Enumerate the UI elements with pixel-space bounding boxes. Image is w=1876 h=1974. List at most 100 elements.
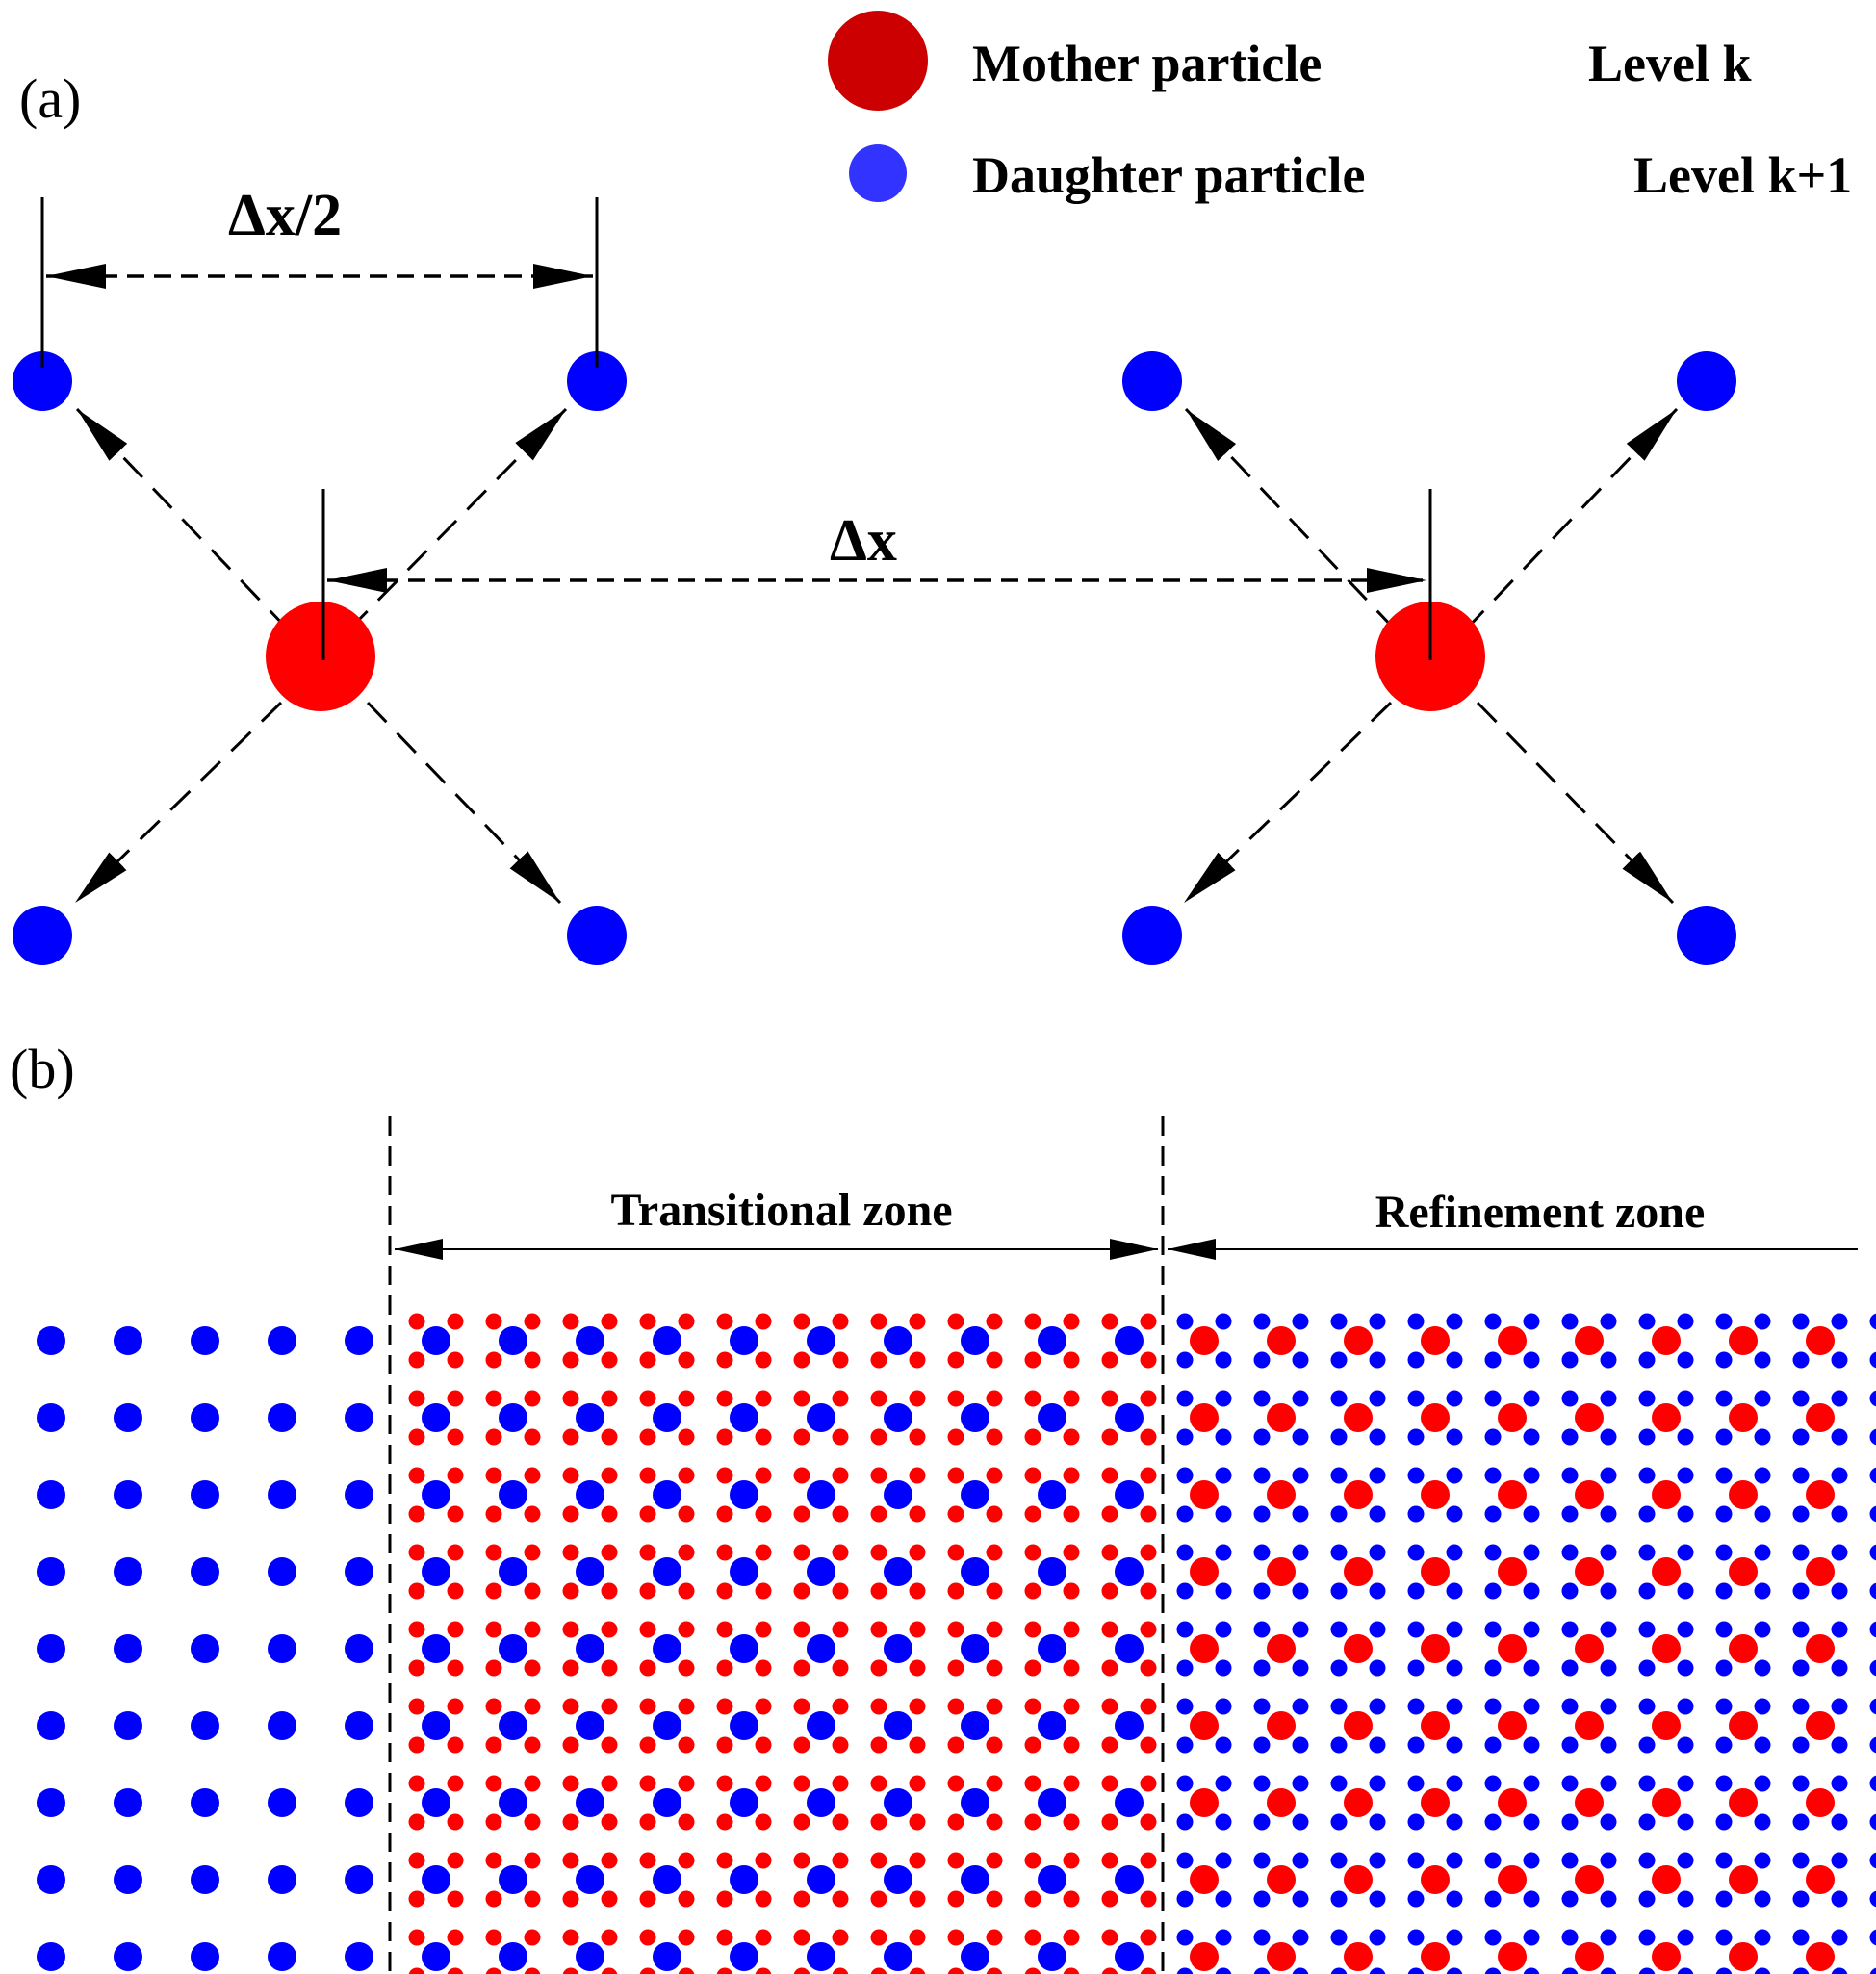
- refinement-daughter-particle: [1869, 1313, 1876, 1330]
- refinement-daughter-particle: [1600, 1428, 1617, 1446]
- refinement-daughter-particle: [1561, 1659, 1579, 1677]
- transitional-daughter-particle: [986, 1852, 1003, 1869]
- refinement-daughter-particle: [1407, 1967, 1425, 1974]
- refinement-daughter-particle: [1677, 1736, 1694, 1754]
- transitional-daughter-particle: [678, 1775, 695, 1792]
- refinement-daughter-particle: [1523, 1544, 1540, 1561]
- refinement-daughter-particle: [1831, 1659, 1848, 1677]
- transitional-daughter-particle: [755, 1351, 772, 1369]
- transitional-daughter-particle: [601, 1428, 618, 1446]
- refinement-daughter-particle: [1176, 1813, 1194, 1831]
- refinement-mother-particle: [1267, 1865, 1296, 1894]
- transitional-daughter-particle: [408, 1544, 425, 1561]
- refinement-daughter-particle: [1292, 1775, 1309, 1792]
- transitional-daughter-particle: [986, 1736, 1003, 1754]
- transitional-mother-particle: [576, 1480, 604, 1509]
- transitional-daughter-particle: [986, 1698, 1003, 1715]
- legend-daughter-marker: [849, 144, 907, 202]
- transitional-daughter-particle: [716, 1813, 733, 1831]
- refinement-mother-particle: [1344, 1865, 1373, 1894]
- transitional-daughter-particle: [1101, 1544, 1118, 1561]
- transitional-daughter-particle: [1140, 1313, 1157, 1330]
- transitional-daughter-particle: [1140, 1544, 1157, 1561]
- transitional-mother-particle: [499, 1326, 527, 1355]
- split-arrow: [347, 407, 568, 632]
- refinement-mother-particle: [1575, 1326, 1604, 1355]
- transitional-mother-particle: [1038, 1557, 1066, 1586]
- transitional-daughter-particle: [601, 1544, 618, 1561]
- mother-particle: [266, 602, 375, 711]
- refinement-mother-particle: [1190, 1557, 1219, 1586]
- refinement-daughter-particle: [1831, 1967, 1848, 1974]
- refinement-daughter-particle: [1176, 1544, 1194, 1561]
- refinement-mother-particle: [1421, 1711, 1450, 1740]
- transitional-daughter-particle: [639, 1698, 656, 1715]
- refinement-daughter-particle: [1446, 1967, 1463, 1974]
- refinement-daughter-particle: [1715, 1390, 1733, 1407]
- refinement-daughter-particle: [1523, 1467, 1540, 1484]
- transitional-daughter-particle: [562, 1544, 579, 1561]
- refinement-daughter-particle: [1869, 1505, 1876, 1523]
- coarse-particle: [114, 1403, 142, 1432]
- refinement-daughter-particle: [1407, 1351, 1425, 1369]
- transitional-mother-particle: [961, 1788, 989, 1817]
- transitional-daughter-particle: [1101, 1390, 1118, 1407]
- transitional-daughter-particle: [1024, 1621, 1041, 1638]
- transitional-daughter-particle: [947, 1929, 964, 1946]
- transitional-daughter-particle: [447, 1929, 464, 1946]
- refinement-daughter-particle: [1638, 1659, 1656, 1677]
- transitional-daughter-particle: [793, 1929, 810, 1946]
- transitional-daughter-particle: [793, 1390, 810, 1407]
- refinement-daughter-particle: [1253, 1659, 1271, 1677]
- transitional-daughter-particle: [562, 1698, 579, 1715]
- transitional-mother-particle: [730, 1634, 758, 1663]
- panel-b: (b) Transitional zone Refinement zone: [10, 1038, 1876, 1974]
- refinement-daughter-particle: [1292, 1467, 1309, 1484]
- refinement-daughter-particle: [1677, 1698, 1694, 1715]
- refinement-daughter-particle: [1253, 1929, 1271, 1946]
- refinement-daughter-particle: [1600, 1890, 1617, 1908]
- transitional-daughter-particle: [1024, 1852, 1041, 1869]
- refinement-daughter-particle: [1869, 1659, 1876, 1677]
- refinement-daughter-particle: [1523, 1582, 1540, 1600]
- refinement-daughter-particle: [1831, 1852, 1848, 1869]
- refinement-daughter-particle: [1369, 1313, 1386, 1330]
- transitional-daughter-particle: [909, 1852, 926, 1869]
- transitional-daughter-particle: [1140, 1582, 1157, 1600]
- transitional-daughter-particle: [832, 1428, 849, 1446]
- refinement-daughter-particle: [1754, 1313, 1771, 1330]
- refinement-daughter-particle: [1715, 1890, 1733, 1908]
- transitional-daughter-particle: [832, 1852, 849, 1869]
- refinement-daughter-particle: [1600, 1736, 1617, 1754]
- transitional-mother-particle: [1038, 1480, 1066, 1509]
- coarse-particle: [191, 1942, 219, 1971]
- transitional-mother-particle: [1115, 1403, 1144, 1432]
- coarse-particle: [37, 1865, 65, 1894]
- coarse-particle: [268, 1557, 296, 1586]
- refinement-mother-particle: [1344, 1634, 1373, 1663]
- transitional-daughter-particle: [601, 1813, 618, 1831]
- refinement-mother-particle: [1190, 1788, 1219, 1817]
- refinement-daughter-particle: [1369, 1390, 1386, 1407]
- coarse-particle: [345, 1865, 373, 1894]
- refinement-daughter-particle: [1715, 1428, 1733, 1446]
- refinement-daughter-particle: [1292, 1390, 1309, 1407]
- transitional-daughter-particle: [1101, 1775, 1118, 1792]
- refinement-daughter-particle: [1446, 1929, 1463, 1946]
- refinement-daughter-particle: [1330, 1351, 1348, 1369]
- refinement-daughter-particle: [1369, 1890, 1386, 1908]
- refinement-daughter-particle: [1369, 1775, 1386, 1792]
- refinement-mother-particle: [1498, 1865, 1527, 1894]
- refinement-daughter-particle: [1407, 1736, 1425, 1754]
- refinement-daughter-particle: [1600, 1351, 1617, 1369]
- transitional-daughter-particle: [524, 1967, 541, 1974]
- transitional-daughter-particle: [870, 1390, 887, 1407]
- refinement-daughter-particle: [1330, 1313, 1348, 1330]
- refinement-daughter-particle: [1484, 1313, 1502, 1330]
- refinement-daughter-particle: [1638, 1351, 1656, 1369]
- refinement-daughter-particle: [1292, 1505, 1309, 1523]
- refinement-mother-particle: [1729, 1634, 1758, 1663]
- refinement-daughter-particle: [1407, 1929, 1425, 1946]
- refinement-daughter-particle: [1754, 1775, 1771, 1792]
- transitional-daughter-particle: [947, 1313, 964, 1330]
